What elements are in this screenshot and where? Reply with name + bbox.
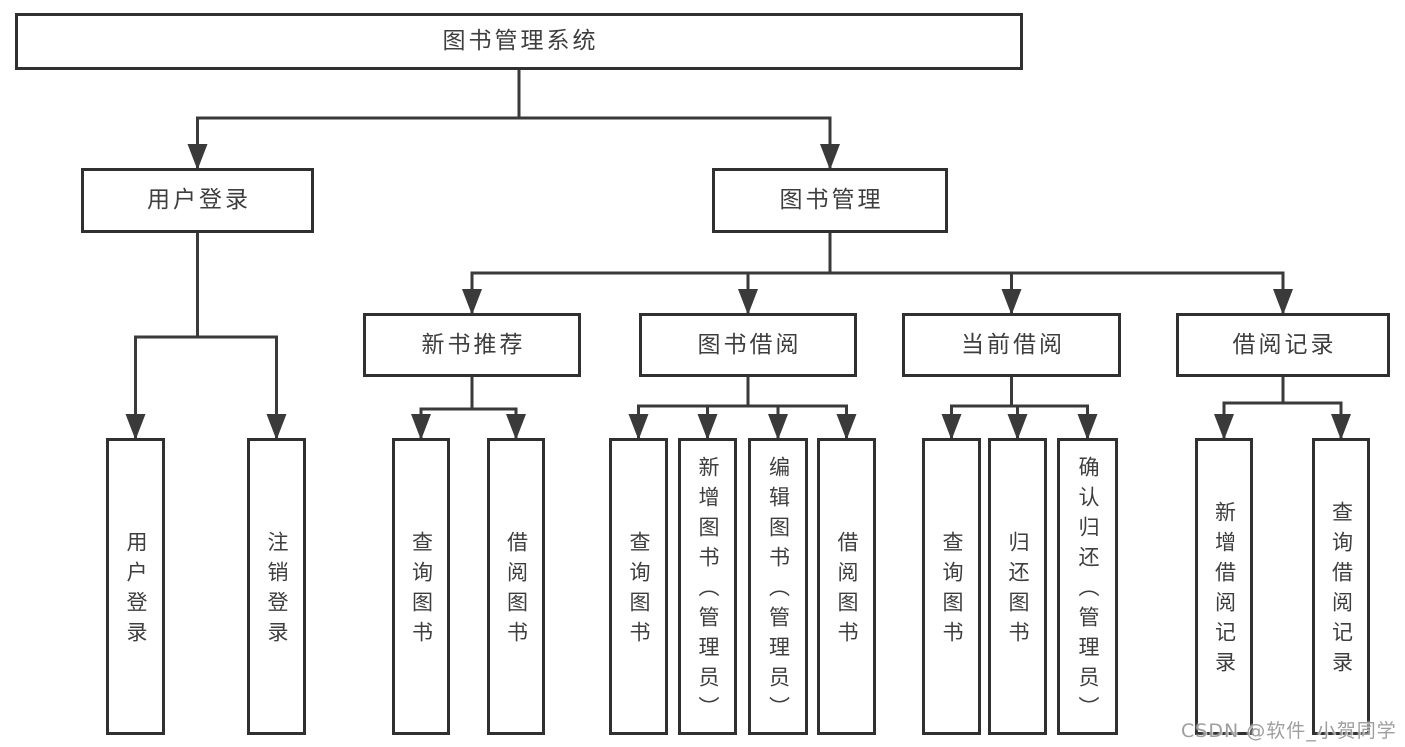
node-leaf-cb-query: 查询图书: [922, 438, 981, 735]
watermark-text: CSDN @软件_小贺同学: [1181, 720, 1397, 742]
node-root: 图书管理系统: [15, 13, 1023, 70]
node-label-leaf-logout: 注销登录: [265, 531, 289, 651]
arrowhead-icon: [941, 414, 962, 440]
arrowhead-icon: [411, 414, 431, 440]
node-book-borrow: 图书借阅: [639, 313, 857, 377]
node-leaf-br-add: 新增借阅记录: [1195, 438, 1253, 735]
node-label-leaf-bb-add: 新增图书（管理员）: [696, 456, 720, 726]
node-leaf-logout: 注销登录: [247, 438, 306, 735]
arrowhead-icon: [1214, 414, 1234, 440]
node-leaf-bb-add: 新增图书（管理员）: [678, 438, 737, 735]
node-label-leaf-nb-borrow: 借阅图书: [504, 531, 529, 651]
node-leaf-nb-query: 查询图书: [392, 438, 450, 735]
node-current-borrow: 当前借阅: [902, 313, 1121, 377]
arrowhead-icon: [1001, 289, 1022, 315]
node-label-leaf-bb-edit: 编辑图书（管理员）: [766, 456, 791, 726]
node-label-leaf-br-add: 新增借阅记录: [1212, 501, 1237, 681]
node-label-leaf-cb-return: 归还图书: [1006, 531, 1030, 651]
arrowhead-icon: [628, 414, 649, 440]
node-leaf-user-login: 用户登录: [106, 438, 165, 735]
node-leaf-br-query: 查询借阅记录: [1312, 438, 1370, 735]
arrowhead-icon: [1007, 414, 1028, 440]
node-leaf-bb-query: 查询图书: [609, 438, 668, 735]
node-label-leaf-bb-borrow: 借阅图书: [835, 531, 859, 651]
node-label-leaf-br-query: 查询借阅记录: [1329, 501, 1354, 681]
node-leaf-bb-borrow: 借阅图书: [817, 438, 876, 735]
arrowhead-icon: [187, 144, 208, 170]
arrowhead-icon: [820, 144, 840, 170]
node-borrow-records: 借阅记录: [1176, 313, 1390, 377]
node-new-book-rec: 新书推荐: [363, 313, 581, 377]
node-label-current-borrow: 当前借阅: [961, 331, 1065, 358]
arrowhead-icon: [738, 289, 758, 315]
node-label-leaf-bb-query: 查询图书: [627, 531, 651, 651]
arrowhead-icon: [836, 414, 857, 440]
node-label-root: 图书管理系统: [442, 28, 599, 54]
node-label-leaf-cb-query: 查询图书: [940, 531, 964, 651]
arrowhead-icon: [768, 414, 788, 440]
arrowhead-icon: [462, 289, 482, 315]
node-leaf-cb-return: 归还图书: [988, 438, 1047, 735]
node-user-login: 用户登录: [81, 168, 314, 233]
node-label-leaf-nb-query: 查询图书: [409, 531, 434, 651]
node-label-new-book-rec: 新书推荐: [421, 331, 526, 358]
node-label-book-mgmt: 图书管理: [779, 187, 884, 213]
arrowhead-icon: [1331, 414, 1351, 440]
node-leaf-bb-edit: 编辑图书（管理员）: [748, 438, 808, 735]
node-leaf-cb-confirm: 确认归还（管理员）: [1057, 438, 1118, 735]
arrowhead-icon: [697, 414, 718, 440]
node-label-borrow-records: 借阅记录: [1232, 331, 1337, 358]
node-label-leaf-cb-confirm: 确认归还（管理员）: [1076, 456, 1100, 726]
node-book-mgmt: 图书管理: [712, 168, 948, 233]
node-label-user-login: 用户登录: [147, 187, 251, 213]
node-label-leaf-user-login: 用户登录: [124, 531, 148, 651]
node-leaf-nb-borrow: 借阅图书: [487, 438, 545, 735]
arrowhead-icon: [125, 414, 146, 440]
node-label-book-borrow: 图书借阅: [697, 331, 802, 358]
arrowhead-icon: [506, 414, 526, 440]
arrowhead-icon: [1273, 289, 1293, 315]
arrowhead-icon: [266, 414, 287, 440]
arrowhead-icon: [1077, 414, 1098, 440]
